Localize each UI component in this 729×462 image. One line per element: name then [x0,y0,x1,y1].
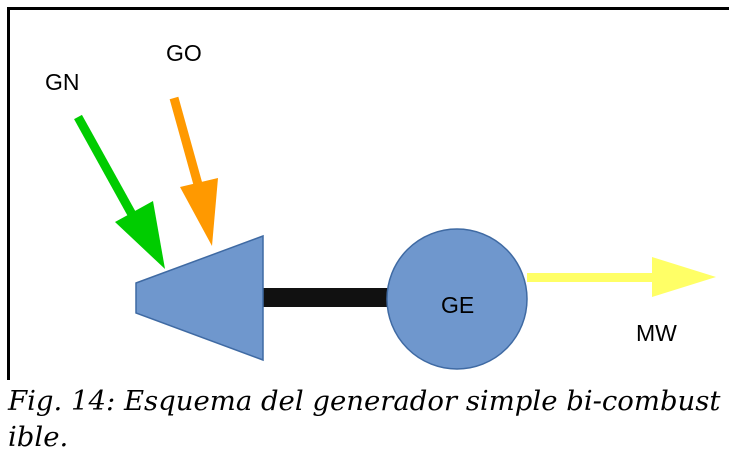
compressor-shape [135,234,264,362]
figure-caption: Fig. 14: Esquema del generador simple bi… [8,385,721,453]
mw-label: MW [636,320,677,346]
generator-label: GE [441,292,474,318]
generator-circle [386,228,528,370]
go-arrow [169,96,218,246]
gn-label: GN [45,69,80,95]
go-label: GO [166,40,202,66]
diagram: GE GN GO MW [45,40,716,370]
frame-border [7,7,729,380]
shaft [258,288,390,307]
gn-arrow [74,114,165,269]
mw-arrow [527,257,716,297]
